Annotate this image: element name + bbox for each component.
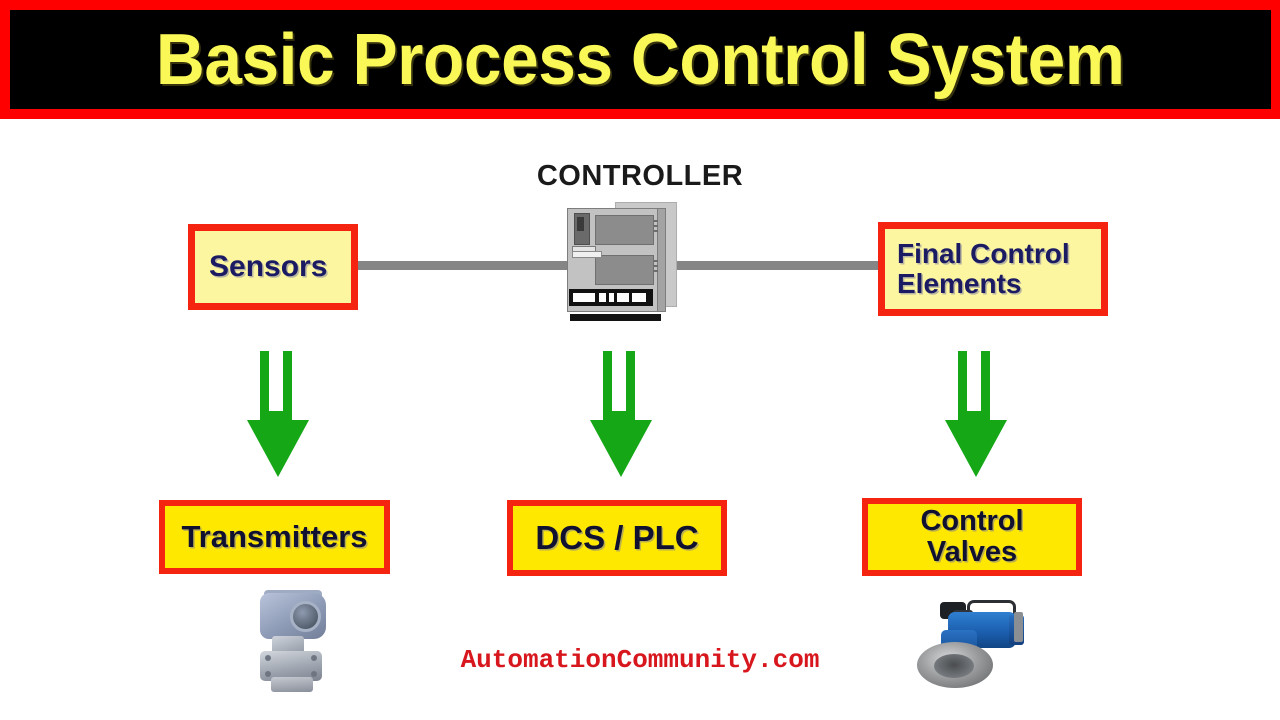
node-final-control-elements[interactable]: Final Control Elements [878, 222, 1108, 316]
arrow-head [590, 420, 652, 477]
controller-key [617, 293, 629, 302]
controller-vent-slot [654, 220, 658, 222]
controller-key [599, 293, 606, 302]
controller-side-edge [657, 208, 666, 312]
bus-line-controller-to-final-elements [672, 261, 880, 270]
arrow-stem [603, 351, 612, 423]
node-final-control-elements-line2: Elements [897, 268, 1022, 299]
arrow-stem [981, 351, 990, 423]
node-sensors[interactable]: Sensors [188, 224, 358, 310]
title-banner-border: Basic Process Control System [0, 0, 1280, 119]
transmitter-bolt [265, 655, 271, 661]
controller-vent-slot [654, 270, 658, 272]
valve-flange [1014, 612, 1023, 642]
transmitter-bolt [311, 655, 317, 661]
arrow-down-icon-controller [590, 351, 652, 477]
arrow-stem [626, 351, 635, 423]
node-control-valves-label: Control Valves [868, 504, 1076, 569]
pressure-transmitter-icon [238, 589, 344, 693]
node-final-control-elements-label: Final Control Elements [885, 237, 1101, 299]
node-dcs-plc[interactable]: DCS / PLC [507, 500, 727, 576]
node-transmitters-label: Transmitters [181, 519, 368, 555]
bus-line-sensors-to-controller [358, 261, 580, 270]
controller-key [573, 293, 595, 302]
controller-vent-slot [654, 230, 658, 232]
transmitter-process-connection [271, 677, 313, 692]
node-dcs-plc-label: DCS / PLC [535, 519, 699, 557]
controller-drive-slot [577, 217, 584, 231]
watermark-text: AutomationCommunity.com [460, 645, 820, 675]
transmitter-display-window [290, 601, 321, 632]
controller-vent-slot [654, 225, 658, 227]
controller-upper-module [595, 215, 654, 245]
arrow-stem [260, 351, 269, 423]
controller-vent-slot [654, 265, 658, 267]
node-control-valves-line1: Control [920, 504, 1024, 537]
arrow-down-icon-final-elements [945, 351, 1007, 477]
server-rack-icon [553, 198, 693, 326]
controller-tray [572, 251, 602, 258]
controller-key [632, 293, 646, 302]
controller-label: CONTROLLER [536, 160, 744, 192]
title-banner: Basic Process Control System [10, 10, 1271, 109]
controller-key [609, 293, 614, 302]
node-sensors-label: Sensors [209, 249, 328, 283]
arrow-down-icon-sensors [247, 351, 309, 477]
node-control-valves-line2: Valves [926, 536, 1018, 568]
transmitter-bolt [311, 671, 317, 677]
page-title: Basic Process Control System [156, 19, 1125, 100]
arrow-head [247, 420, 309, 477]
transmitter-bolt [265, 671, 271, 677]
node-control-valves[interactable]: Control Valves [862, 498, 1082, 576]
arrow-head [945, 420, 1007, 477]
valve-disc-bore [934, 654, 974, 678]
controller-vent-slot [654, 260, 658, 262]
arrow-stem [958, 351, 967, 423]
controller-base-bar [570, 314, 661, 321]
valve-handle-yoke [967, 600, 1016, 614]
arrow-stem [283, 351, 292, 423]
node-transmitters[interactable]: Transmitters [159, 500, 390, 574]
controller-lower-module [595, 255, 654, 285]
control-valve-icon [915, 592, 1039, 692]
node-final-control-elements-line1: Final Control [897, 237, 1070, 269]
